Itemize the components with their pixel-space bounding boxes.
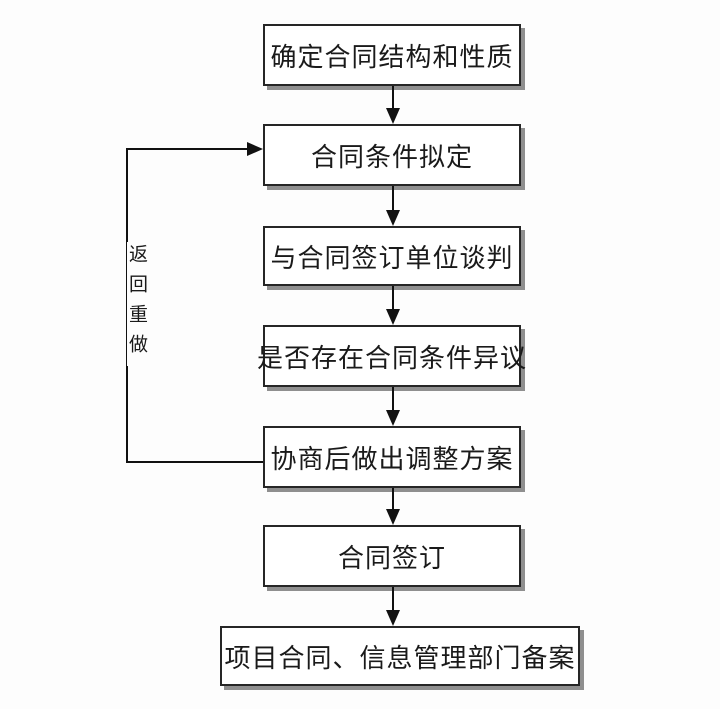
node-adjustment-plan-after-negotiation: 协商后做出调整方案 [263, 426, 521, 488]
arrow-down-icon [386, 210, 400, 226]
node-filing-with-management-departments: 项目合同、信息管理部门备案 [220, 626, 580, 686]
connector-n5-n6-line [392, 488, 394, 509]
arrow-down-icon [386, 410, 400, 426]
arrow-right-icon [247, 142, 263, 156]
node-label: 项目合同、信息管理部门备案 [224, 643, 576, 673]
node-check-condition-objections: 是否存在合同条件异议 [257, 325, 526, 387]
arrow-down-icon [386, 309, 400, 325]
loop-connector-bottom-line [126, 461, 263, 463]
arrow-down-icon [386, 509, 400, 525]
connector-n2-n3-line [392, 186, 394, 210]
node-label: 是否存在合同条件异议 [257, 343, 528, 373]
node-label: 合同签订 [337, 543, 446, 573]
node-determine-contract-structure: 确定合同结构和性质 [263, 24, 521, 86]
node-label: 确定合同结构和性质 [270, 42, 514, 72]
loop-label-return-redo: 返回重做 [126, 242, 147, 366]
connector-n4-n5-line [392, 387, 394, 410]
loop-connector-top-line [126, 148, 247, 150]
node-label: 协商后做出调整方案 [270, 444, 514, 474]
node-label: 与合同签订单位谈判 [270, 243, 514, 273]
node-label: 合同条件拟定 [310, 142, 473, 172]
connector-n1-n2-line [392, 86, 394, 108]
arrow-down-icon [386, 108, 400, 124]
node-negotiate-with-signing-unit: 与合同签订单位谈判 [263, 226, 521, 286]
connector-n3-n4-line [392, 286, 394, 309]
node-contract-signing: 合同签订 [263, 525, 521, 587]
arrow-down-icon [386, 610, 400, 626]
node-draft-contract-conditions: 合同条件拟定 [263, 124, 521, 186]
connector-n6-n7-line [392, 587, 394, 610]
